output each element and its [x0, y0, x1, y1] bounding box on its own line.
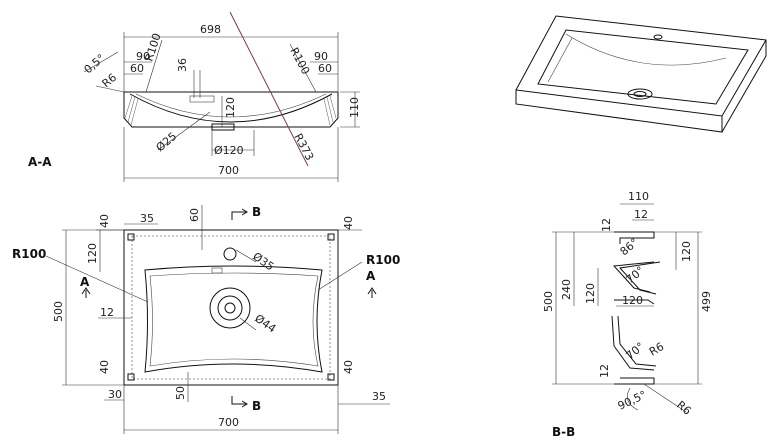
aa-dia-25: Ø25: [154, 130, 180, 155]
plan-overflow: [211, 267, 223, 274]
bb-mid-step: [614, 299, 655, 305]
section-bb: 110 12 12 86° 500 240 120 120 120 499 70…: [542, 190, 713, 439]
bb-ang-70-bottom: 70°: [624, 340, 647, 362]
plan-tap-hole: [223, 247, 237, 261]
bb-dim-120-right: 120: [680, 241, 693, 262]
plan-dim-40-tl: 40: [98, 214, 111, 228]
plan-dim-700: 700: [218, 416, 239, 429]
marker-a-left-arrow: [81, 287, 91, 298]
marker-a-right-arrow: [367, 287, 377, 298]
aa-hatch-right: [323, 95, 337, 126]
bb-dim-12-top: 12: [600, 218, 613, 232]
bb-ang-905: 90,5°: [616, 388, 649, 412]
aa-bowl-inner: [135, 93, 327, 118]
aa-bowl-curve: [129, 93, 333, 123]
isometric-view: [515, 15, 767, 133]
plan-r100-left: R100: [12, 247, 46, 261]
aa-r100-left: R100: [142, 32, 163, 63]
plan-drain-inner: [217, 295, 243, 321]
plan-dim-35-top: 35: [140, 212, 154, 225]
plan-view: 35 60 40 40 120 500 12 40 40 30 50 35 70…: [12, 205, 400, 434]
aa-hatch-left: [124, 95, 139, 126]
plan-dim-500: 500: [52, 301, 65, 322]
plan-dim-40-bl: 40: [98, 360, 111, 374]
bb-dim-120-h: 120: [622, 294, 643, 307]
plan-drain-outer: [209, 287, 251, 329]
bb-dim-12-rim: 12: [634, 208, 648, 221]
plan-dia-44: Ø44: [252, 312, 278, 336]
aa-ang-05: 0,5°: [82, 52, 108, 77]
plan-dim-35-bottom: 35: [372, 390, 386, 403]
bb-dim-120-v: 120: [584, 283, 597, 304]
aa-r373: R373: [291, 131, 316, 162]
iso-basin-curve: [565, 33, 727, 66]
iso-top-face: [515, 15, 767, 117]
marker-b-bottom-arrow: [231, 396, 246, 405]
marker-a-right: A: [366, 269, 376, 283]
aa-dim-698: 698: [200, 23, 221, 36]
bb-dim-12-bottom: 12: [598, 364, 611, 378]
marker-b-top: B: [252, 205, 261, 219]
iso-basin-rim: [537, 29, 749, 105]
plan-dim-120-left: 120: [86, 243, 99, 264]
iso-side-face: [721, 40, 767, 133]
aa-dim-110: 110: [348, 97, 361, 118]
aa-drain: [211, 123, 235, 131]
plan-dia-35: Ø35: [250, 250, 276, 274]
marker-a-left: A: [80, 275, 90, 289]
bb-top-rim: [614, 231, 655, 244]
plan-inner-outline: [131, 235, 331, 380]
plan-dim-12: 12: [100, 306, 114, 319]
aa-dia-120: Ø120: [214, 144, 244, 157]
aa-dim-700: 700: [218, 164, 239, 177]
bb-dim-240: 240: [560, 279, 573, 300]
bb-lower-bowl: [611, 315, 655, 371]
section-aa-title: A-A: [28, 155, 52, 169]
plan-dim-60: 60: [188, 208, 201, 222]
aa-dim-60-right: 60: [318, 62, 332, 75]
plan-outline: [123, 229, 339, 386]
bb-dim-110: 110: [628, 190, 649, 203]
aa-dim-60-left: 60: [130, 62, 144, 75]
iso-drain: [627, 88, 653, 100]
bb-dim-499: 499: [700, 291, 713, 312]
aa-outer-profile: [123, 92, 339, 128]
iso-front-face: [515, 90, 723, 133]
aa-dim-90-right: 90: [314, 50, 328, 63]
plan-r100-right: R100: [366, 253, 400, 267]
aa-r100-right: R100: [287, 45, 312, 76]
bb-r6-top: R6: [647, 340, 666, 359]
plan-dim-30: 30: [108, 388, 122, 401]
marker-b-bottom: B: [252, 399, 261, 413]
bb-dim-500: 500: [542, 291, 555, 312]
section-aa: 698 90 60 90 60 R100 R100 R373 36 120 11…: [28, 11, 361, 182]
plan-dim-50: 50: [174, 386, 187, 400]
plan-dim-40-br: 40: [342, 360, 355, 374]
plan-dim-40-tr: 40: [342, 216, 355, 230]
bb-r6-bottom: R6: [674, 398, 694, 417]
aa-tap-hole: [189, 95, 215, 103]
bb-ang-86: 86°: [618, 236, 641, 258]
plan-basin: [144, 265, 323, 373]
aa-dim-120v: 120: [224, 97, 237, 118]
marker-b-top-arrow: [231, 211, 246, 220]
bb-bottom-rim: [614, 377, 655, 385]
iso-tap-hole: [653, 34, 663, 40]
aa-dim-90-left: 90: [136, 50, 150, 63]
aa-dim-36: 36: [176, 58, 189, 72]
section-bb-title: B-B: [552, 425, 575, 439]
aa-r373-leader: [229, 11, 309, 167]
